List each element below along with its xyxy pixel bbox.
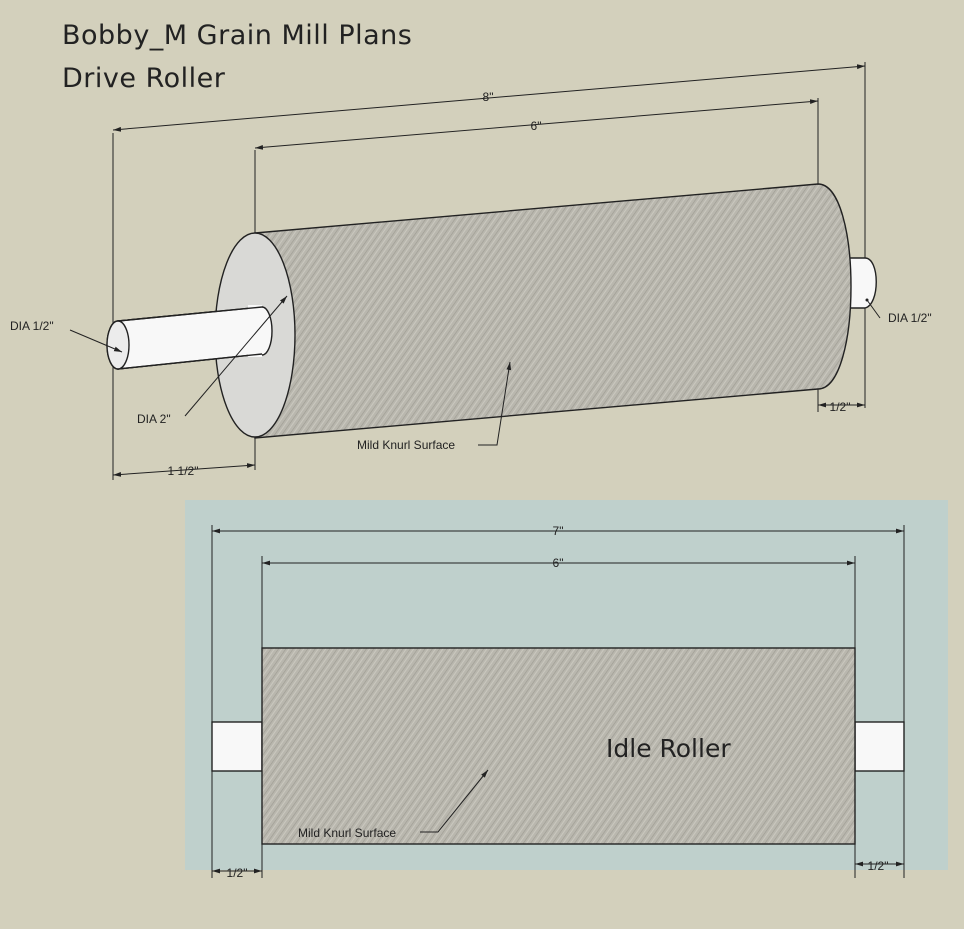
right-shaft [844,257,877,309]
dim-shaft-right-label: 1/2" [830,400,851,414]
shaft-edge [117,306,263,322]
dim-roller-label: 6" [531,119,542,133]
dim-line-overall [112,64,866,132]
leader-dia-left [69,329,123,353]
dia-left-label: DIA 1/2" [10,319,54,333]
leader-surface [478,361,512,446]
page-subtitle: Drive Roller [62,63,226,94]
dim-shaft-left-label: 1 1/2" [168,464,199,478]
idle-left-shaft [211,721,263,772]
idle-roller-label: Idle Roller [606,734,731,763]
idle-roller-body [261,647,856,845]
leader-dia-right [865,298,881,319]
idle-dim-right-label: 1/2" [868,859,889,873]
dim-line-shaft-left [112,463,256,477]
shaft-cover [248,305,262,357]
shaft-edge [117,353,263,370]
idle-right-shaft [854,721,905,772]
idle-dim-left-label: 1/2" [227,866,248,880]
drive-roller-drawing: 8" 6" 1 1/2" 1/2" DIA 1/2" DIA 1/2" DIA … [10,62,932,480]
page-title: Bobby_M Grain Mill Plans [62,20,413,51]
drive-surface-label: Mild Knurl Surface [357,438,455,452]
leader-dia-roller [184,295,288,417]
idle-roller-drawing: 7" 6" 1/2" 1/2" Idle Roller Mild Knurl S… [185,500,948,880]
idle-surface-label: Mild Knurl Surface [298,826,396,840]
left-shaft-end [106,320,130,370]
idle-leader-surface [420,769,489,833]
idle-dim-overall-label: 7" [553,524,564,538]
dim-line-roller [254,99,819,150]
idle-dim-roller-label: 6" [553,556,564,570]
dia-roller-label: DIA 2" [137,412,171,426]
dia-right-label: DIA 1/2" [888,311,932,325]
dim-overall-label: 8" [483,90,494,104]
drive-roller-body [254,183,852,439]
